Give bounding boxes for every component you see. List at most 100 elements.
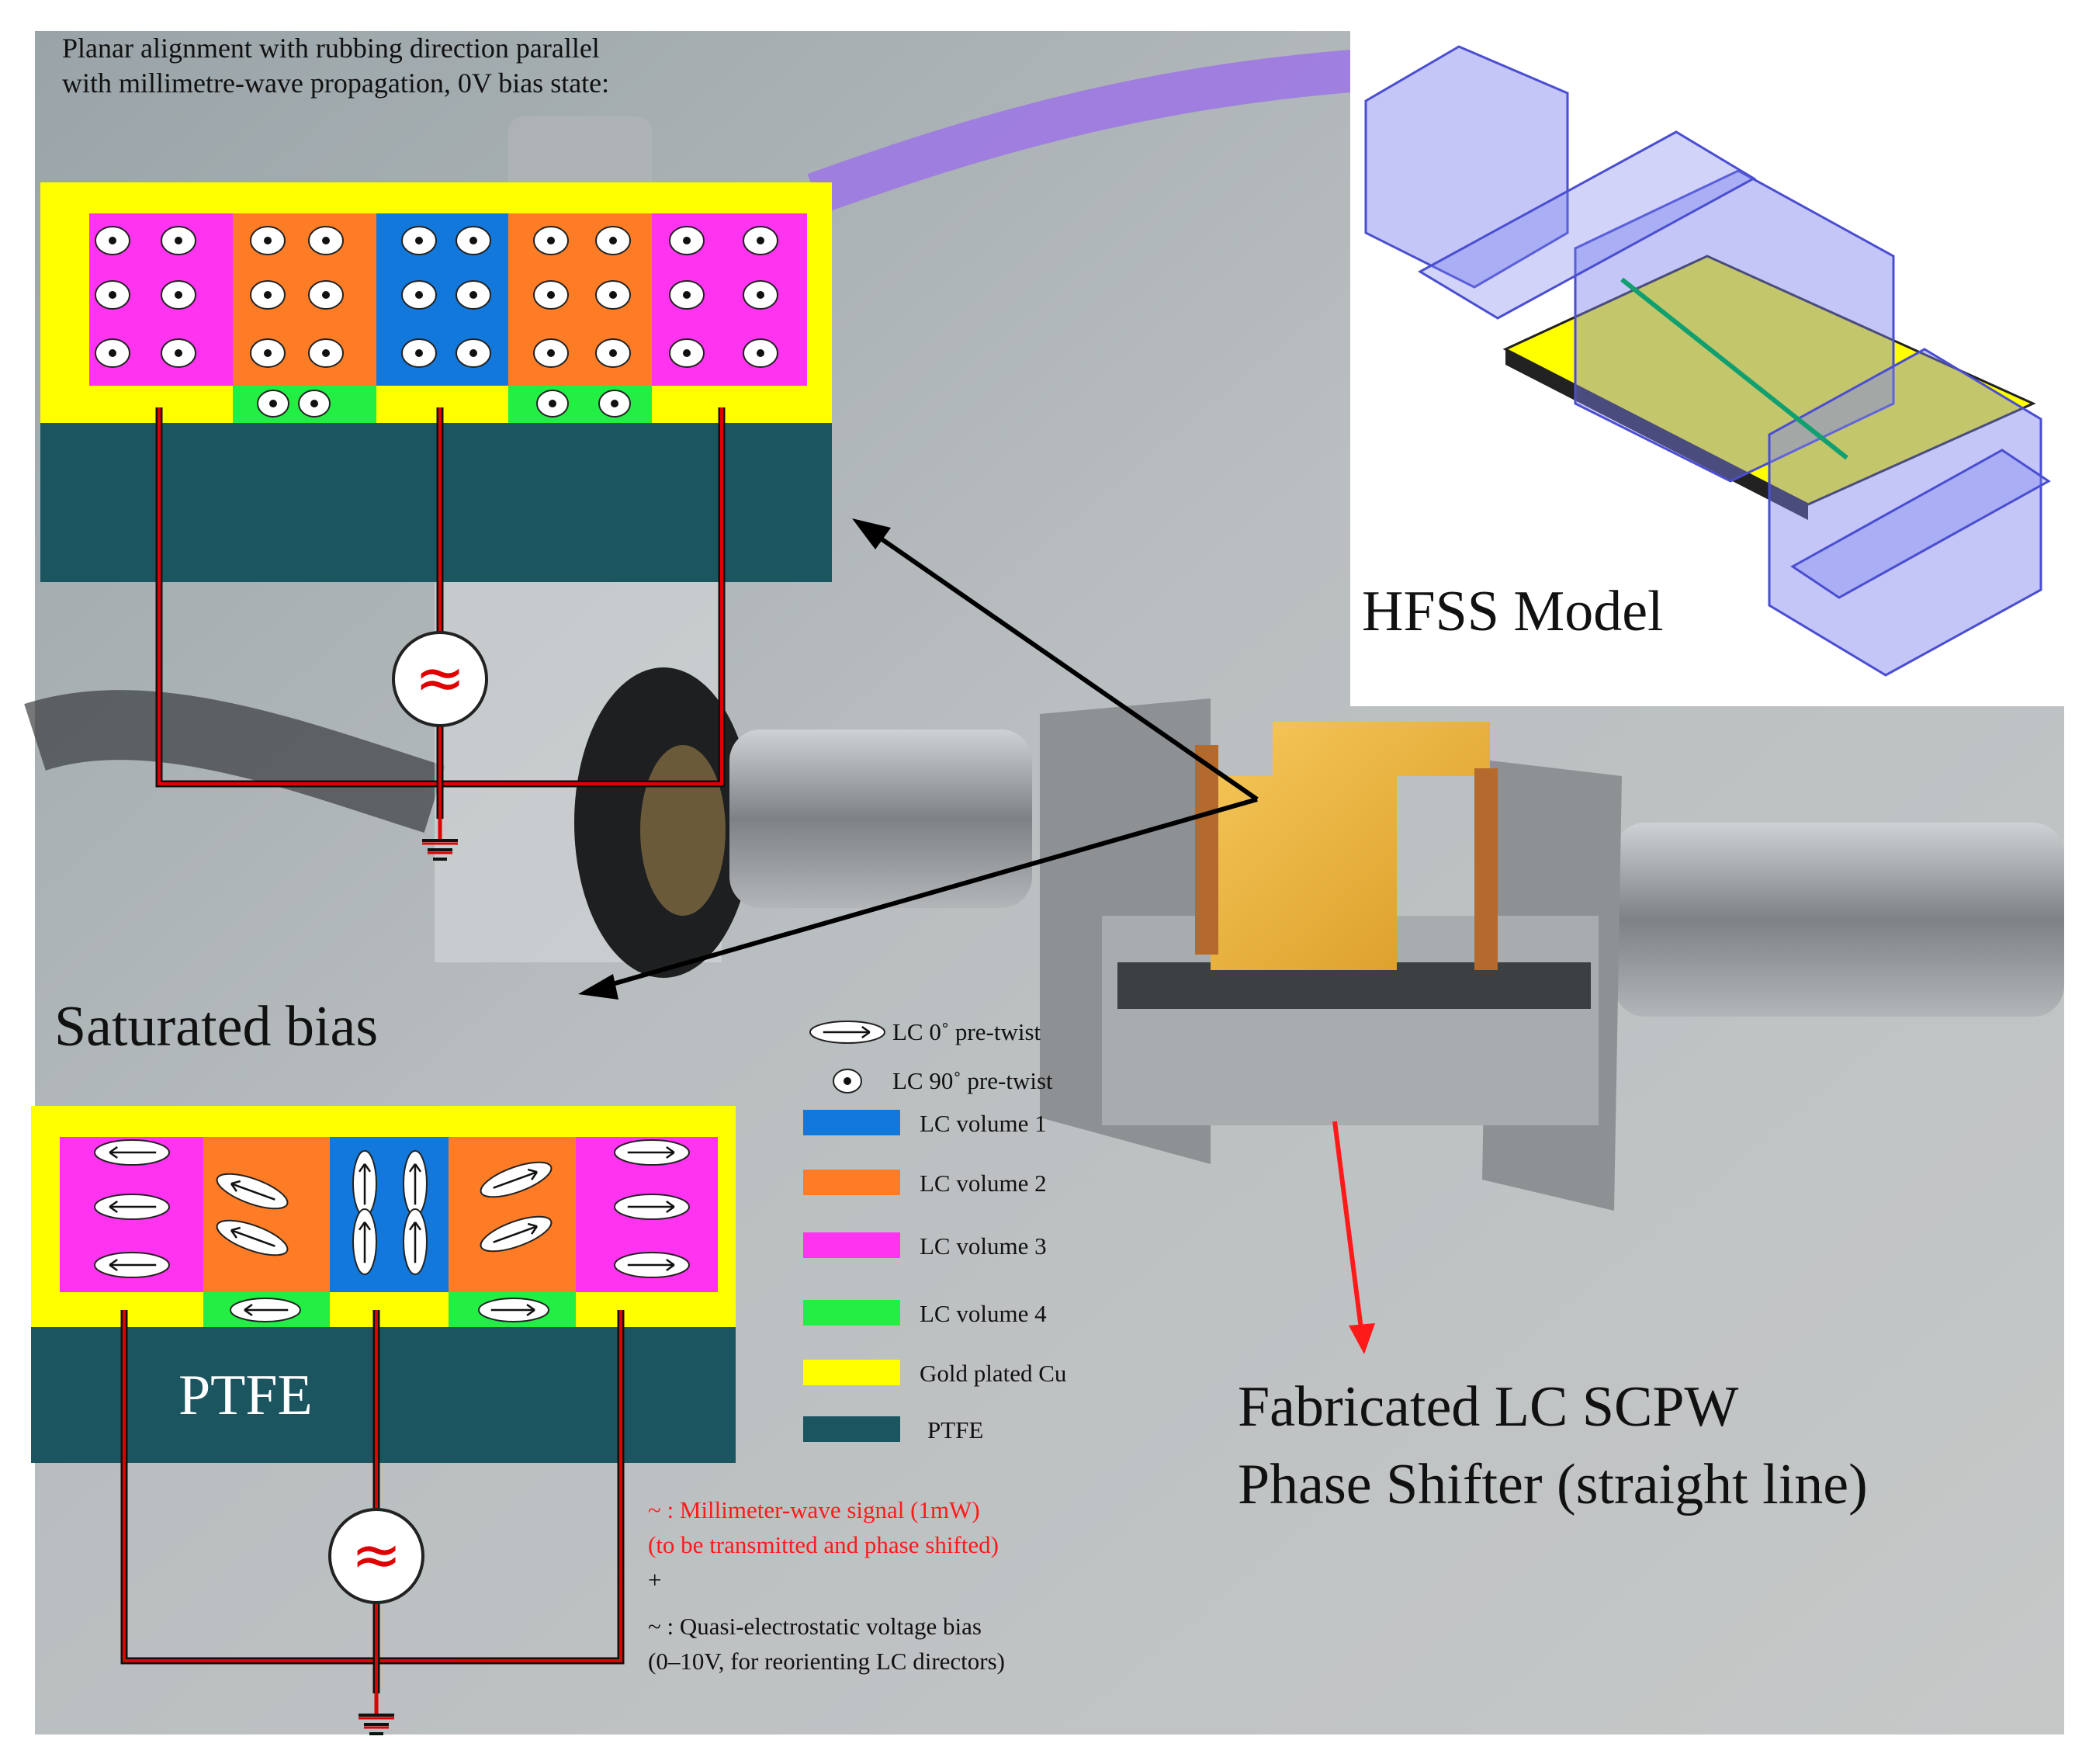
arrow-to-saturated-section (593, 797, 1258, 992)
lc-90-dot (757, 291, 764, 299)
legend-swatch (803, 1170, 900, 1195)
hfss-housing-left (1364, 45, 1569, 289)
lc-director (480, 1161, 553, 1198)
hfss-housing-center (1574, 169, 1895, 483)
lc-director (809, 1021, 885, 1044)
lc-director (614, 1194, 690, 1220)
lc-director-shaft (493, 1225, 538, 1243)
ring-hole (640, 745, 726, 916)
lc-volume (203, 1137, 330, 1292)
lc-90-dot (609, 349, 617, 357)
signal-note-line1: ~ : Millimeter-wave signal (1mW) (648, 1496, 980, 1523)
lc-director-head (527, 1168, 539, 1180)
arrow-to-top-section (864, 525, 1259, 802)
fabricated-label-line1: Fabricated LC SCPW (1238, 1375, 1739, 1439)
lc-director-head (358, 1222, 372, 1231)
legend (803, 1021, 900, 1442)
annotation-arrows (578, 518, 1375, 1354)
lc-director-head (109, 1258, 118, 1272)
lc-director (614, 1139, 690, 1166)
lc-90-dot (109, 237, 116, 244)
hfss-model-panel (1350, 31, 2064, 706)
bias-note-line1: ~ : Quasi-electrostatic voltage bias (648, 1613, 982, 1640)
lc-director-head (109, 1200, 118, 1214)
lc-90-dot (175, 237, 182, 244)
arrowhead-top (852, 518, 891, 549)
gold-block (1211, 722, 1490, 970)
hfss-substrate-edge (1505, 349, 1808, 520)
lc-director (478, 1298, 549, 1322)
lc-90-dot (757, 237, 764, 244)
lc-90-dot (415, 237, 423, 244)
lc-90-dot (310, 400, 318, 407)
legend-lc0-label: LC 0˚ pre-twist (892, 1018, 1041, 1045)
lc-90-dot (322, 349, 330, 357)
lc-90-dot (264, 349, 272, 357)
lc-90-dot (611, 400, 618, 407)
ptfe-substrate (40, 423, 832, 582)
signal-source-symbol: ≈ (351, 1520, 401, 1590)
lc-director (403, 1150, 428, 1217)
lc-director-shaft (230, 1182, 275, 1201)
arrowhead-red (1349, 1323, 1375, 1354)
hfss-housing-right (1768, 348, 2042, 677)
lc-director-shaft (230, 1229, 275, 1247)
lc-volume (449, 1137, 576, 1292)
lc-90-dot (469, 349, 477, 357)
lc-director (94, 1194, 170, 1220)
bias-note-line2: (0–10V, for reorienting LC directors) (648, 1648, 1006, 1675)
lc-director-shaft (493, 1170, 538, 1189)
lc-90-dot (683, 291, 691, 299)
lc-director-head (358, 1163, 372, 1173)
copper-edge-left (1195, 745, 1218, 955)
lc-90-dot (322, 237, 330, 244)
top-caption: Planar alignment with rubbing direction … (62, 33, 610, 99)
bias-wire (123, 1310, 622, 1662)
lc-director (403, 1208, 428, 1275)
lc-90-dot (469, 237, 477, 244)
lc-director (614, 1252, 690, 1278)
arrowhead-saturated (578, 974, 618, 1000)
lc-90-dot (175, 349, 182, 357)
lc-90-dot (547, 291, 555, 299)
lc-director-head (666, 1200, 675, 1214)
lc-90-dot (683, 237, 691, 244)
lc-90-dot (609, 237, 617, 244)
legend-item-label: LC volume 3 (920, 1232, 1047, 1260)
legend-swatch (803, 1416, 900, 1442)
legend-swatch (803, 1110, 900, 1135)
lc-director-head (109, 1145, 118, 1159)
lc-90-dot (415, 291, 423, 299)
signal-note-line2: (to be transmitted and phase shifted) (648, 1531, 999, 1558)
hfss-substrate (1502, 255, 2036, 506)
lc-director-head (666, 1145, 675, 1159)
lc-director-head (527, 1222, 539, 1235)
saturated-bias-cross-section: ≈ (31, 1106, 736, 1735)
lc-90-dot (683, 349, 691, 357)
lc-90-dot (844, 1077, 851, 1085)
saturated-bias-label: Saturated bias (54, 995, 379, 1059)
hfss-model-label: HFSS Model (1362, 580, 1664, 643)
signal-source-symbol: ≈ (414, 643, 465, 713)
lc-director-head (408, 1222, 422, 1231)
legend-swatch (803, 1232, 900, 1258)
lc-director-head (666, 1258, 675, 1272)
lc-90-dot (415, 349, 423, 357)
lc-director (230, 1298, 301, 1322)
lc-90-dot (547, 237, 555, 244)
lc-90-dot (264, 237, 272, 244)
lc-90-dot (757, 349, 764, 357)
legend-item-label: LC volume 4 (920, 1300, 1047, 1327)
lc-director (94, 1252, 170, 1278)
lc-director (480, 1215, 553, 1253)
lc-volume (330, 1137, 449, 1292)
lc-director-head (861, 1025, 871, 1039)
connector-left (729, 730, 1032, 908)
lc-90-dot (322, 291, 330, 299)
lc-director-head (230, 1226, 241, 1239)
lc-90-dot (109, 291, 116, 299)
lc-90-dot (264, 291, 272, 299)
arrow-to-fabricated-label (1332, 1121, 1364, 1336)
legend-swatch (803, 1300, 900, 1326)
